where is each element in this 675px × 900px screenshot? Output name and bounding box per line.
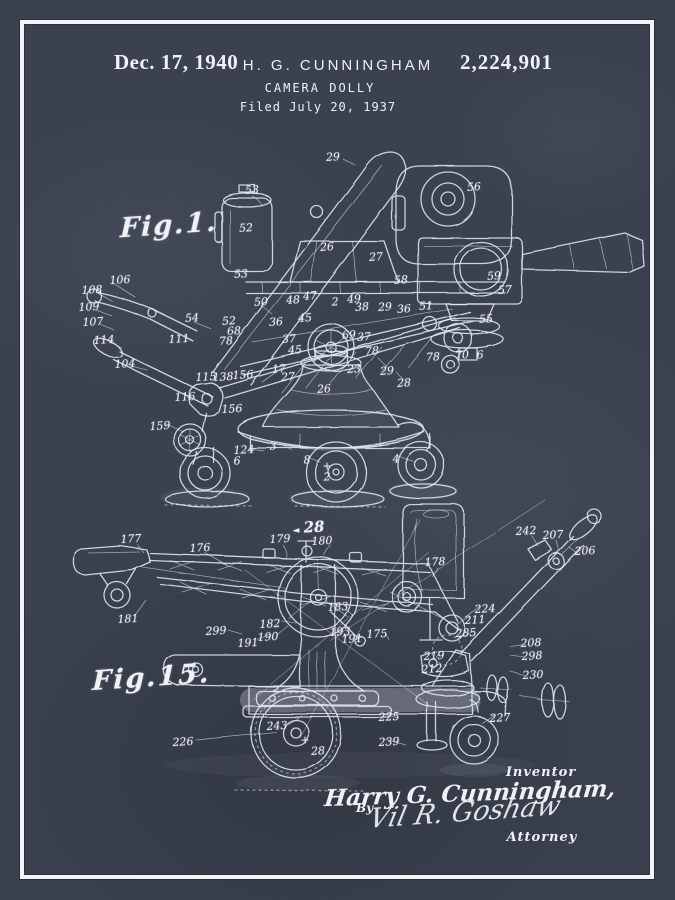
figure-15-drawing — [73, 500, 601, 791]
attorney-caption: Attorney — [507, 830, 578, 845]
figure-1-drawing — [87, 152, 644, 509]
